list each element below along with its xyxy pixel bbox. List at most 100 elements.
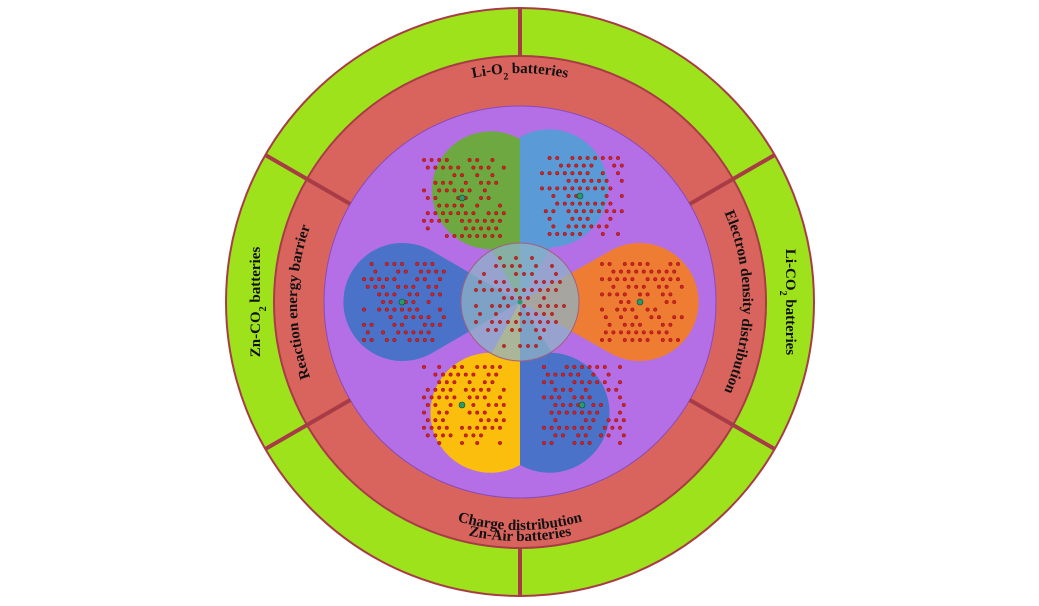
atom xyxy=(381,330,386,335)
atom xyxy=(400,322,405,327)
atom xyxy=(463,180,468,185)
atom xyxy=(534,328,538,332)
atom xyxy=(608,155,613,160)
atom xyxy=(557,425,562,430)
petal-right xyxy=(520,243,699,361)
atom xyxy=(649,330,654,335)
atom xyxy=(604,224,609,229)
atom xyxy=(482,288,486,292)
atom xyxy=(419,330,424,335)
ring-divider xyxy=(688,153,776,206)
atom xyxy=(490,218,495,223)
atom xyxy=(463,211,468,216)
atom xyxy=(460,365,465,370)
atom xyxy=(600,171,605,176)
center-atom-lattice xyxy=(474,256,566,348)
atom xyxy=(467,425,472,430)
atom xyxy=(570,201,575,206)
atom xyxy=(538,304,542,308)
atom xyxy=(572,441,577,446)
atom xyxy=(365,330,370,335)
atom xyxy=(498,233,503,238)
atom xyxy=(553,372,558,377)
atom xyxy=(585,201,590,206)
atom xyxy=(433,165,438,170)
atom xyxy=(422,410,427,415)
atom xyxy=(574,224,579,229)
atom xyxy=(506,288,510,292)
atom xyxy=(619,315,624,320)
atom xyxy=(388,300,393,305)
atom xyxy=(540,186,545,191)
atom xyxy=(433,372,438,377)
atom xyxy=(564,410,569,415)
atom xyxy=(600,231,605,236)
atom xyxy=(384,307,389,312)
atom xyxy=(626,269,631,274)
atom xyxy=(518,344,522,348)
atom xyxy=(574,209,579,214)
atom xyxy=(570,216,575,221)
atom xyxy=(433,180,438,185)
atom xyxy=(437,425,442,430)
atom xyxy=(486,226,491,231)
atom xyxy=(534,344,538,348)
atom xyxy=(591,403,596,408)
atom xyxy=(377,307,382,312)
atom xyxy=(479,195,484,200)
atom xyxy=(419,269,424,274)
atom xyxy=(498,365,503,370)
atom xyxy=(534,280,538,284)
atom xyxy=(400,307,405,312)
atom xyxy=(501,387,506,392)
atom xyxy=(587,441,592,446)
atom xyxy=(660,338,665,343)
atom xyxy=(607,322,612,327)
atom xyxy=(597,178,602,183)
atom xyxy=(460,203,465,208)
atom xyxy=(589,224,594,229)
atom xyxy=(614,418,619,423)
atom xyxy=(585,171,590,176)
atom xyxy=(433,433,438,438)
atom xyxy=(377,292,382,297)
atom xyxy=(490,304,494,308)
atom xyxy=(444,188,449,193)
atom xyxy=(547,186,552,191)
atom xyxy=(540,171,545,176)
atom xyxy=(498,288,502,292)
atom xyxy=(463,372,468,377)
atom xyxy=(602,365,607,370)
atom xyxy=(557,395,562,400)
atom xyxy=(482,218,487,223)
atom xyxy=(444,157,449,162)
atom xyxy=(434,284,439,289)
atom-lattice xyxy=(422,365,506,446)
atom xyxy=(475,441,480,446)
atom xyxy=(538,336,542,340)
atom xyxy=(622,322,627,327)
atom xyxy=(452,380,457,385)
atom xyxy=(578,201,583,206)
atom xyxy=(362,307,367,312)
atom xyxy=(585,186,590,191)
atom xyxy=(649,315,654,320)
atom xyxy=(369,322,374,327)
atom xyxy=(415,262,420,267)
atom xyxy=(426,300,431,305)
atom xyxy=(608,216,613,221)
atom xyxy=(498,441,503,446)
atom xyxy=(392,292,397,297)
atom xyxy=(494,211,499,216)
atom xyxy=(429,218,434,223)
atom xyxy=(429,157,434,162)
atom xyxy=(448,433,453,438)
atom xyxy=(583,387,588,392)
atom xyxy=(471,226,476,231)
atom xyxy=(486,328,490,332)
atom xyxy=(553,403,558,408)
atom xyxy=(411,330,416,335)
atom xyxy=(549,380,554,385)
atom xyxy=(638,292,643,297)
atom xyxy=(444,233,449,238)
